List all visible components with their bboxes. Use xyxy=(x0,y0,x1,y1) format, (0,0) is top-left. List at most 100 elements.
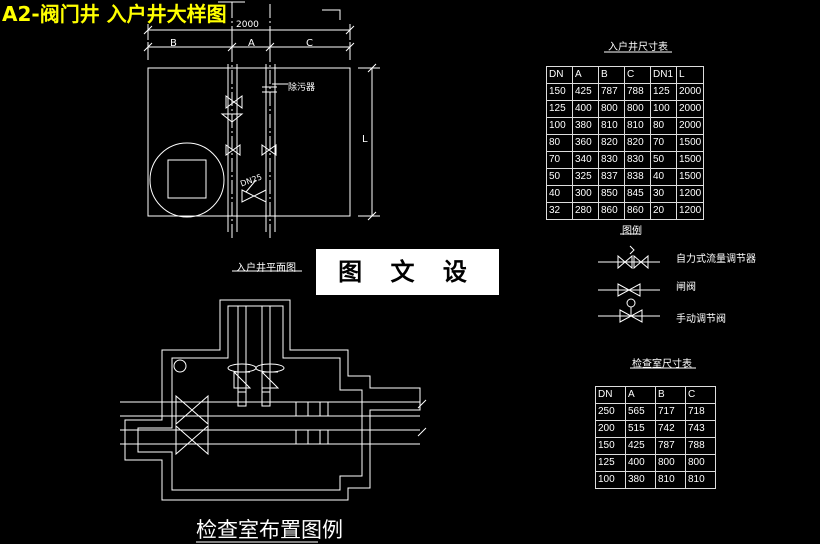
dim-table-cell: 400 xyxy=(572,100,599,118)
dim-table-cell: 1500 xyxy=(675,134,705,152)
watermark-banner: 图 文 设 计 xyxy=(316,249,499,332)
room-table-cell: 515 xyxy=(625,420,656,438)
dim-table-cell: 820 xyxy=(624,134,651,152)
dim-table-cell: 280 xyxy=(572,202,599,220)
dim-table-cell: 788 xyxy=(624,83,651,101)
dim-table-cell: 837 xyxy=(598,168,625,186)
legend-label-manual-valve: 手动调节阀 xyxy=(676,314,726,325)
room-table-cell: 565 xyxy=(625,403,656,421)
room-table-cell: 400 xyxy=(625,454,656,472)
dim-table-cell: 800 xyxy=(598,100,625,118)
dim-table-title: 入户井尺寸表 xyxy=(608,42,668,53)
dim-table-cell: 850 xyxy=(598,185,625,203)
room-table-cell: 100 xyxy=(595,471,626,489)
legend-label-flow-regulator: 自力式流量调节器 xyxy=(676,254,756,265)
plan-view xyxy=(143,1,380,272)
dim-table-cell: DN xyxy=(546,66,573,84)
room-table-cell: 150 xyxy=(595,437,626,455)
room-table-cell: 810 xyxy=(655,471,686,489)
dim-table-cell: 125 xyxy=(546,100,573,118)
room-table-cell: 800 xyxy=(655,454,686,472)
room-table-cell: 788 xyxy=(685,437,716,455)
dim-table-cell: B xyxy=(598,66,625,84)
side-dimension-label: L xyxy=(362,134,368,145)
room-table-cell: B xyxy=(655,386,686,404)
room-table-title: 检查室尺寸表 xyxy=(632,359,692,370)
filter-label: 除污器 xyxy=(288,83,316,93)
room-table-cell: 787 xyxy=(655,437,686,455)
dim-table-cell: 125 xyxy=(650,83,677,101)
dim-table-cell: 800 xyxy=(624,100,651,118)
dim-table-cell: 50 xyxy=(650,151,677,169)
dim-table-cell: 340 xyxy=(572,151,599,169)
dim-table-cell: 838 xyxy=(624,168,651,186)
dim-table-cell: 1500 xyxy=(675,168,705,186)
room-table-cell: 810 xyxy=(685,471,716,489)
room-table-cell: 718 xyxy=(685,403,716,421)
dim-table-cell: 360 xyxy=(572,134,599,152)
plan-view-title: 入户井平面图 xyxy=(236,263,296,274)
room-table-cell: 742 xyxy=(655,420,686,438)
dim-table-cell: A xyxy=(572,66,599,84)
dim-table-cell: 20 xyxy=(650,202,677,220)
dim-table-cell: 2000 xyxy=(675,117,705,135)
dim-table-cell: 2000 xyxy=(675,100,705,118)
dim-table-cell: 30 xyxy=(650,185,677,203)
room-table-cell: 200 xyxy=(595,420,626,438)
dim-table-cell: 70 xyxy=(546,151,573,169)
dim-table-cell: 830 xyxy=(598,151,625,169)
total-dimension-label: 2000 xyxy=(236,20,259,30)
room-table-cell: 125 xyxy=(595,454,626,472)
dim-table-cell: 80 xyxy=(650,117,677,135)
segment-a-label: A xyxy=(248,38,255,49)
watermark-banner-text: 图 文 设 计 xyxy=(338,257,477,332)
inspection-room-view xyxy=(120,299,427,501)
room-table-cell: DN xyxy=(595,386,626,404)
dim-table-cell: L xyxy=(675,66,705,84)
legend-label-gate-valve: 闸阀 xyxy=(676,282,696,293)
dim-table-cell: 150 xyxy=(546,83,573,101)
dim-table-cell: 830 xyxy=(624,151,651,169)
dim-table-cell: 300 xyxy=(572,185,599,203)
legend-symbols xyxy=(598,245,660,323)
dim-table-cell: 40 xyxy=(546,185,573,203)
inspection-room-title: 检查室布置图例 xyxy=(196,518,343,542)
dim-table-cell: 100 xyxy=(546,117,573,135)
room-table-cell: A xyxy=(625,386,656,404)
drawing-title: A2-阀门井 入户井大样图 xyxy=(2,0,227,28)
dim-table-cell: 860 xyxy=(624,202,651,220)
dim-table-cell: 810 xyxy=(598,117,625,135)
room-table-cell: 380 xyxy=(625,471,656,489)
dim-table-cell: 380 xyxy=(572,117,599,135)
room-table-cell: 425 xyxy=(625,437,656,455)
dim-table-cell: 32 xyxy=(546,202,573,220)
dim-table-cell: 1200 xyxy=(675,185,705,203)
drawing-title-text: A2-阀门井 入户井大样图 xyxy=(2,2,227,26)
dim-table-cell: 2000 xyxy=(675,83,705,101)
dim-table-cell: 1500 xyxy=(675,151,705,169)
dim-table-cell: 100 xyxy=(650,100,677,118)
dim-table-cell: DN1 xyxy=(650,66,677,84)
dim-table-cell: 325 xyxy=(572,168,599,186)
room-table-cell: 743 xyxy=(685,420,716,438)
dim-table-cell: C xyxy=(624,66,651,84)
room-table-cell: C xyxy=(685,386,716,404)
dim-table-cell: 810 xyxy=(624,117,651,135)
segment-c-label: C xyxy=(306,38,313,49)
